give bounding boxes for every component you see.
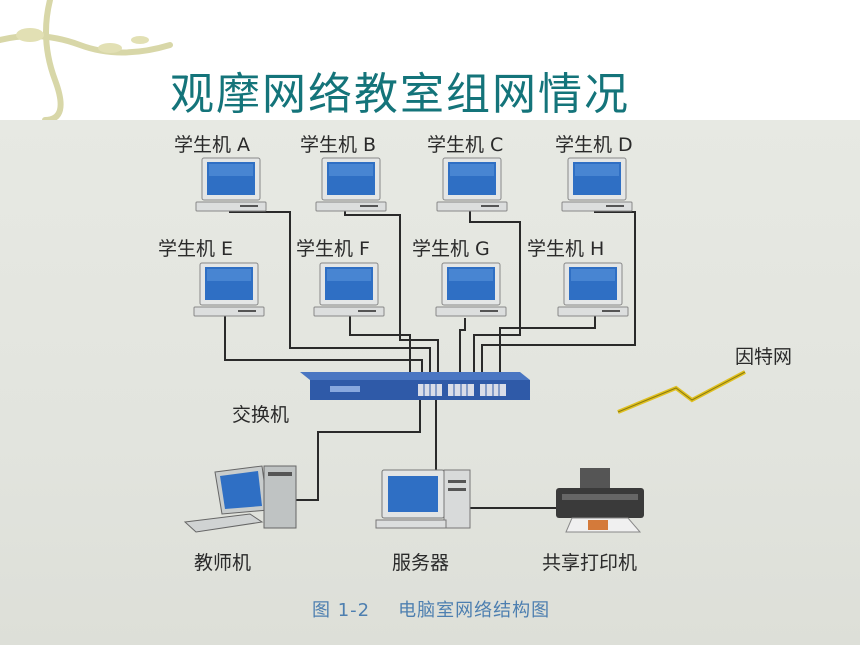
figure-caption: 图 1-2 电脑室网络结构图	[312, 596, 550, 622]
figure-number: 图 1-2	[312, 600, 371, 621]
student-g-label: 学生机 G	[412, 238, 490, 260]
computer-d-icon	[561, 157, 633, 212]
computer-a-icon	[195, 157, 267, 212]
computer-h-icon	[557, 262, 629, 317]
student-a-label: 学生机 A	[174, 134, 251, 156]
switch-label: 交换机	[232, 404, 290, 426]
student-e-label: 学生机 E	[158, 238, 234, 260]
slide-title: 观摩网络教室组网情况	[170, 69, 630, 120]
printer-icon	[556, 468, 644, 533]
server-icon	[375, 469, 471, 529]
computer-f-icon	[313, 262, 385, 317]
computer-c-icon	[436, 157, 508, 212]
student-f-label: 学生机 F	[296, 238, 370, 260]
figure-caption-text: 电脑室网络结构图	[398, 600, 551, 621]
computer-e-icon	[193, 262, 265, 317]
printer-label: 共享打印机	[542, 552, 638, 574]
teacher-computer-icon	[183, 465, 297, 533]
teacher-computer-label: 教师机	[194, 552, 252, 574]
switch-icon	[300, 372, 530, 400]
server-label: 服务器	[392, 552, 450, 574]
student-c-label: 学生机 C	[427, 134, 504, 156]
computer-b-icon	[315, 157, 387, 212]
student-d-label: 学生机 D	[555, 134, 633, 156]
computer-g-icon	[435, 262, 507, 317]
corner-vine-decoration	[0, 0, 173, 120]
student-h-label: 学生机 H	[527, 238, 605, 260]
student-b-label: 学生机 B	[300, 134, 377, 156]
internet-label: 因特网	[735, 346, 793, 368]
